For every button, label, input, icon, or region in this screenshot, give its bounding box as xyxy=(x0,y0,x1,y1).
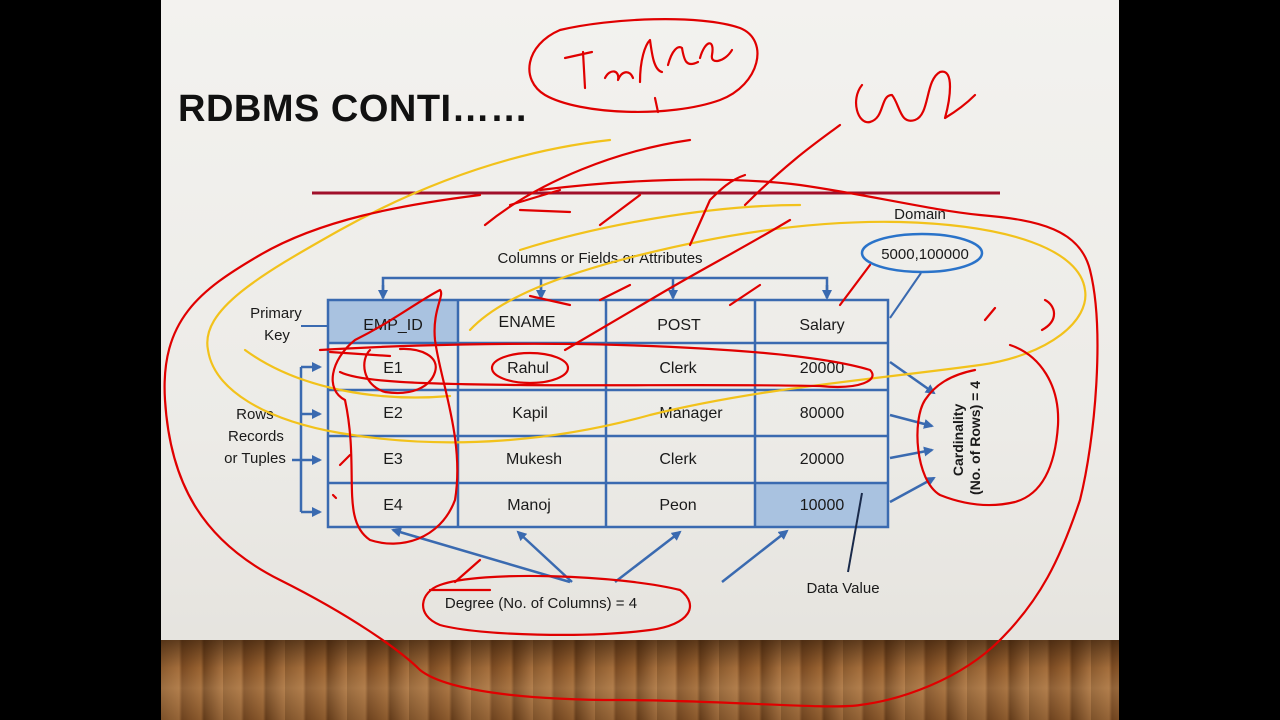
red-ink-annotations xyxy=(163,18,1099,708)
table-cell: Manoj xyxy=(507,497,551,514)
column-arrows xyxy=(378,276,832,300)
domain-value: 5000,100000 xyxy=(881,246,969,263)
degree-label: Degree (No. of Columns) = 4 xyxy=(445,595,637,612)
table-header: POST xyxy=(657,317,701,334)
table-cell: Kapil xyxy=(512,405,548,422)
table-cell: Peon xyxy=(659,497,696,514)
cardinality-line-2: (No. of Rows) = 4 xyxy=(967,381,983,495)
degree-arrows xyxy=(391,527,789,584)
table-cell: E3 xyxy=(383,451,403,468)
table-cell: 20000 xyxy=(800,360,845,377)
domain-label: Domain xyxy=(894,206,946,223)
table-cell: E1 xyxy=(383,360,403,377)
yellow-ink-annotations xyxy=(206,138,1087,444)
table-header: ENAME xyxy=(499,314,556,331)
table-cell: Rahul xyxy=(507,360,549,377)
rows-label: Rows Records or Tuples xyxy=(224,406,288,467)
slide-title: RDBMS CONTI…… xyxy=(178,88,529,130)
primary-key-label: Primary Key xyxy=(250,305,306,344)
cardinality-line-1: Cardinality xyxy=(950,404,966,477)
primary-key-line-2: Key xyxy=(264,327,290,344)
table-cell: Clerk xyxy=(659,360,697,377)
cardinality-arrows xyxy=(889,360,936,504)
wooden-floor xyxy=(161,640,1119,720)
row-arrows xyxy=(292,362,322,517)
table-cell: E2 xyxy=(383,405,403,422)
columns-label: Columns or Fields or Attributes xyxy=(497,250,702,267)
table-cell: Clerk xyxy=(659,451,697,468)
rows-label-line-3: or Tuples xyxy=(224,450,286,467)
table-cell: 80000 xyxy=(800,405,845,422)
table-cell: Manager xyxy=(659,405,723,422)
data-value-label: Data Value xyxy=(806,580,879,597)
table-cell: E4 xyxy=(383,497,403,514)
table-header: Salary xyxy=(799,317,844,334)
table-cell: 10000 xyxy=(800,497,845,514)
table-header: EMP_ID xyxy=(363,317,423,334)
slide xyxy=(161,0,1119,720)
rows-label-line-2: Records xyxy=(228,428,284,445)
cardinality-label: Cardinality (No. of Rows) = 4 xyxy=(950,381,983,495)
rows-label-line-1: Rows xyxy=(236,406,274,423)
employee-table: EMP_ID ENAME POST Salary E1 Rahul Clerk … xyxy=(326,298,890,529)
table-cell: 20000 xyxy=(800,451,845,468)
domain-ellipse xyxy=(860,232,984,274)
primary-key-line-1: Primary xyxy=(250,305,302,322)
table-cell: Mukesh xyxy=(506,451,562,468)
